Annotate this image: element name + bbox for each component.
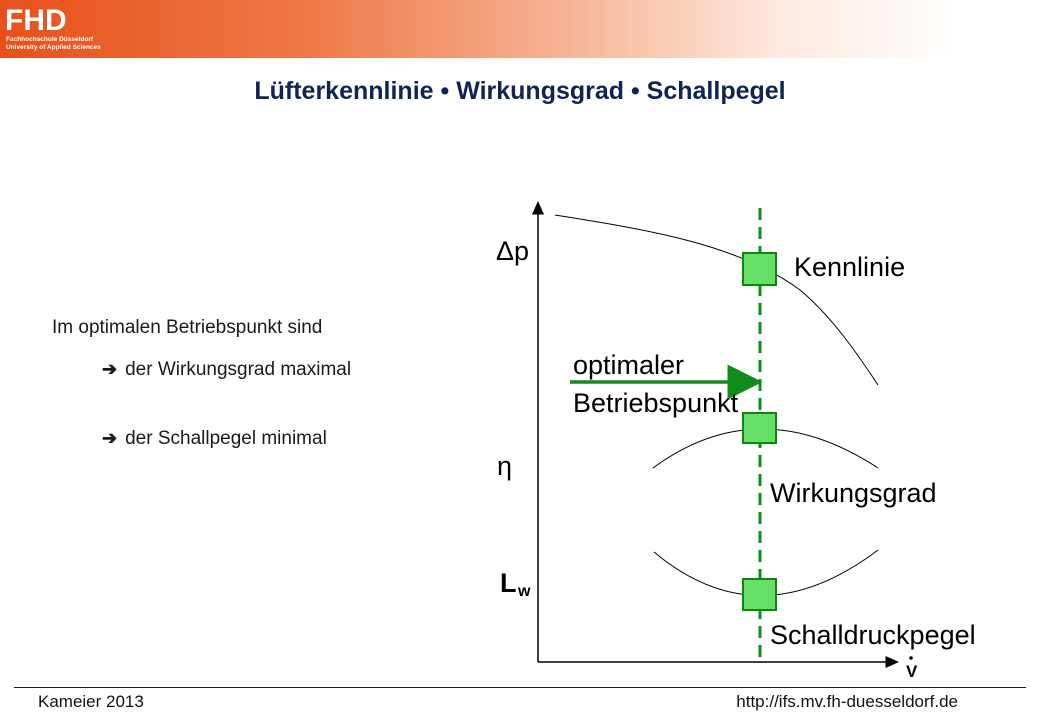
logo-line-2: University of Applied Sciences [6,44,101,51]
kennlinie-curve [554,214,879,386]
kennlinie-marker [742,252,777,286]
delta-p-label: Δp [496,236,529,266]
bullet-item-2: ➔ der Schallpegel minimal [102,424,327,453]
wirkungsgrad-label: Wirkungsgrad [770,478,937,508]
arrow-right-icon: ➔ [102,428,118,448]
logo-line-1: Fachhochschule Düsseldorf [6,36,94,43]
footer-author: Kameier 2013 [38,692,144,711]
footer-divider [14,687,1026,688]
wirkungsgrad-marker [742,412,777,444]
logo-mark-text: FHD [5,4,67,34]
arrow-right-icon: ➔ [102,359,118,379]
bullet-item-2-text: der Schallpegel minimal [125,428,327,449]
lw-label: L [500,568,517,598]
bullet-item-1: ➔ der Wirkungsgrad maximal [102,354,432,385]
slide-title: Lüfterkennlinie • Wirkungsgrad • Schallp… [254,77,786,105]
fhd-logo: FHD Fachhochschule Düsseldorf University… [4,4,124,56]
bullet-item-1-text: der Wirkungsgrad maximal [125,359,352,380]
bullet-intro: Im optimalen Betriebspunkt sind [52,317,323,338]
schalldruckpegel-marker [742,578,777,611]
kennlinie-label: Kennlinie [794,252,905,282]
x-axis-label-dot [909,656,913,660]
lw-subscript: w [517,583,531,600]
x-axis-label: V [906,662,918,681]
fhd-logo-mark: FHD [5,4,67,34]
operating-point-label-line-1: optimaler [573,350,684,380]
operating-point-label-line-2: Betriebspunkt [573,388,739,418]
footer-url: http://ifs.mv.fh-duesseldorf.de [736,692,958,711]
schalldruckpegel-label: Schalldruckpegel [770,620,976,650]
header-band [0,0,1040,58]
eta-label: η [497,451,512,481]
